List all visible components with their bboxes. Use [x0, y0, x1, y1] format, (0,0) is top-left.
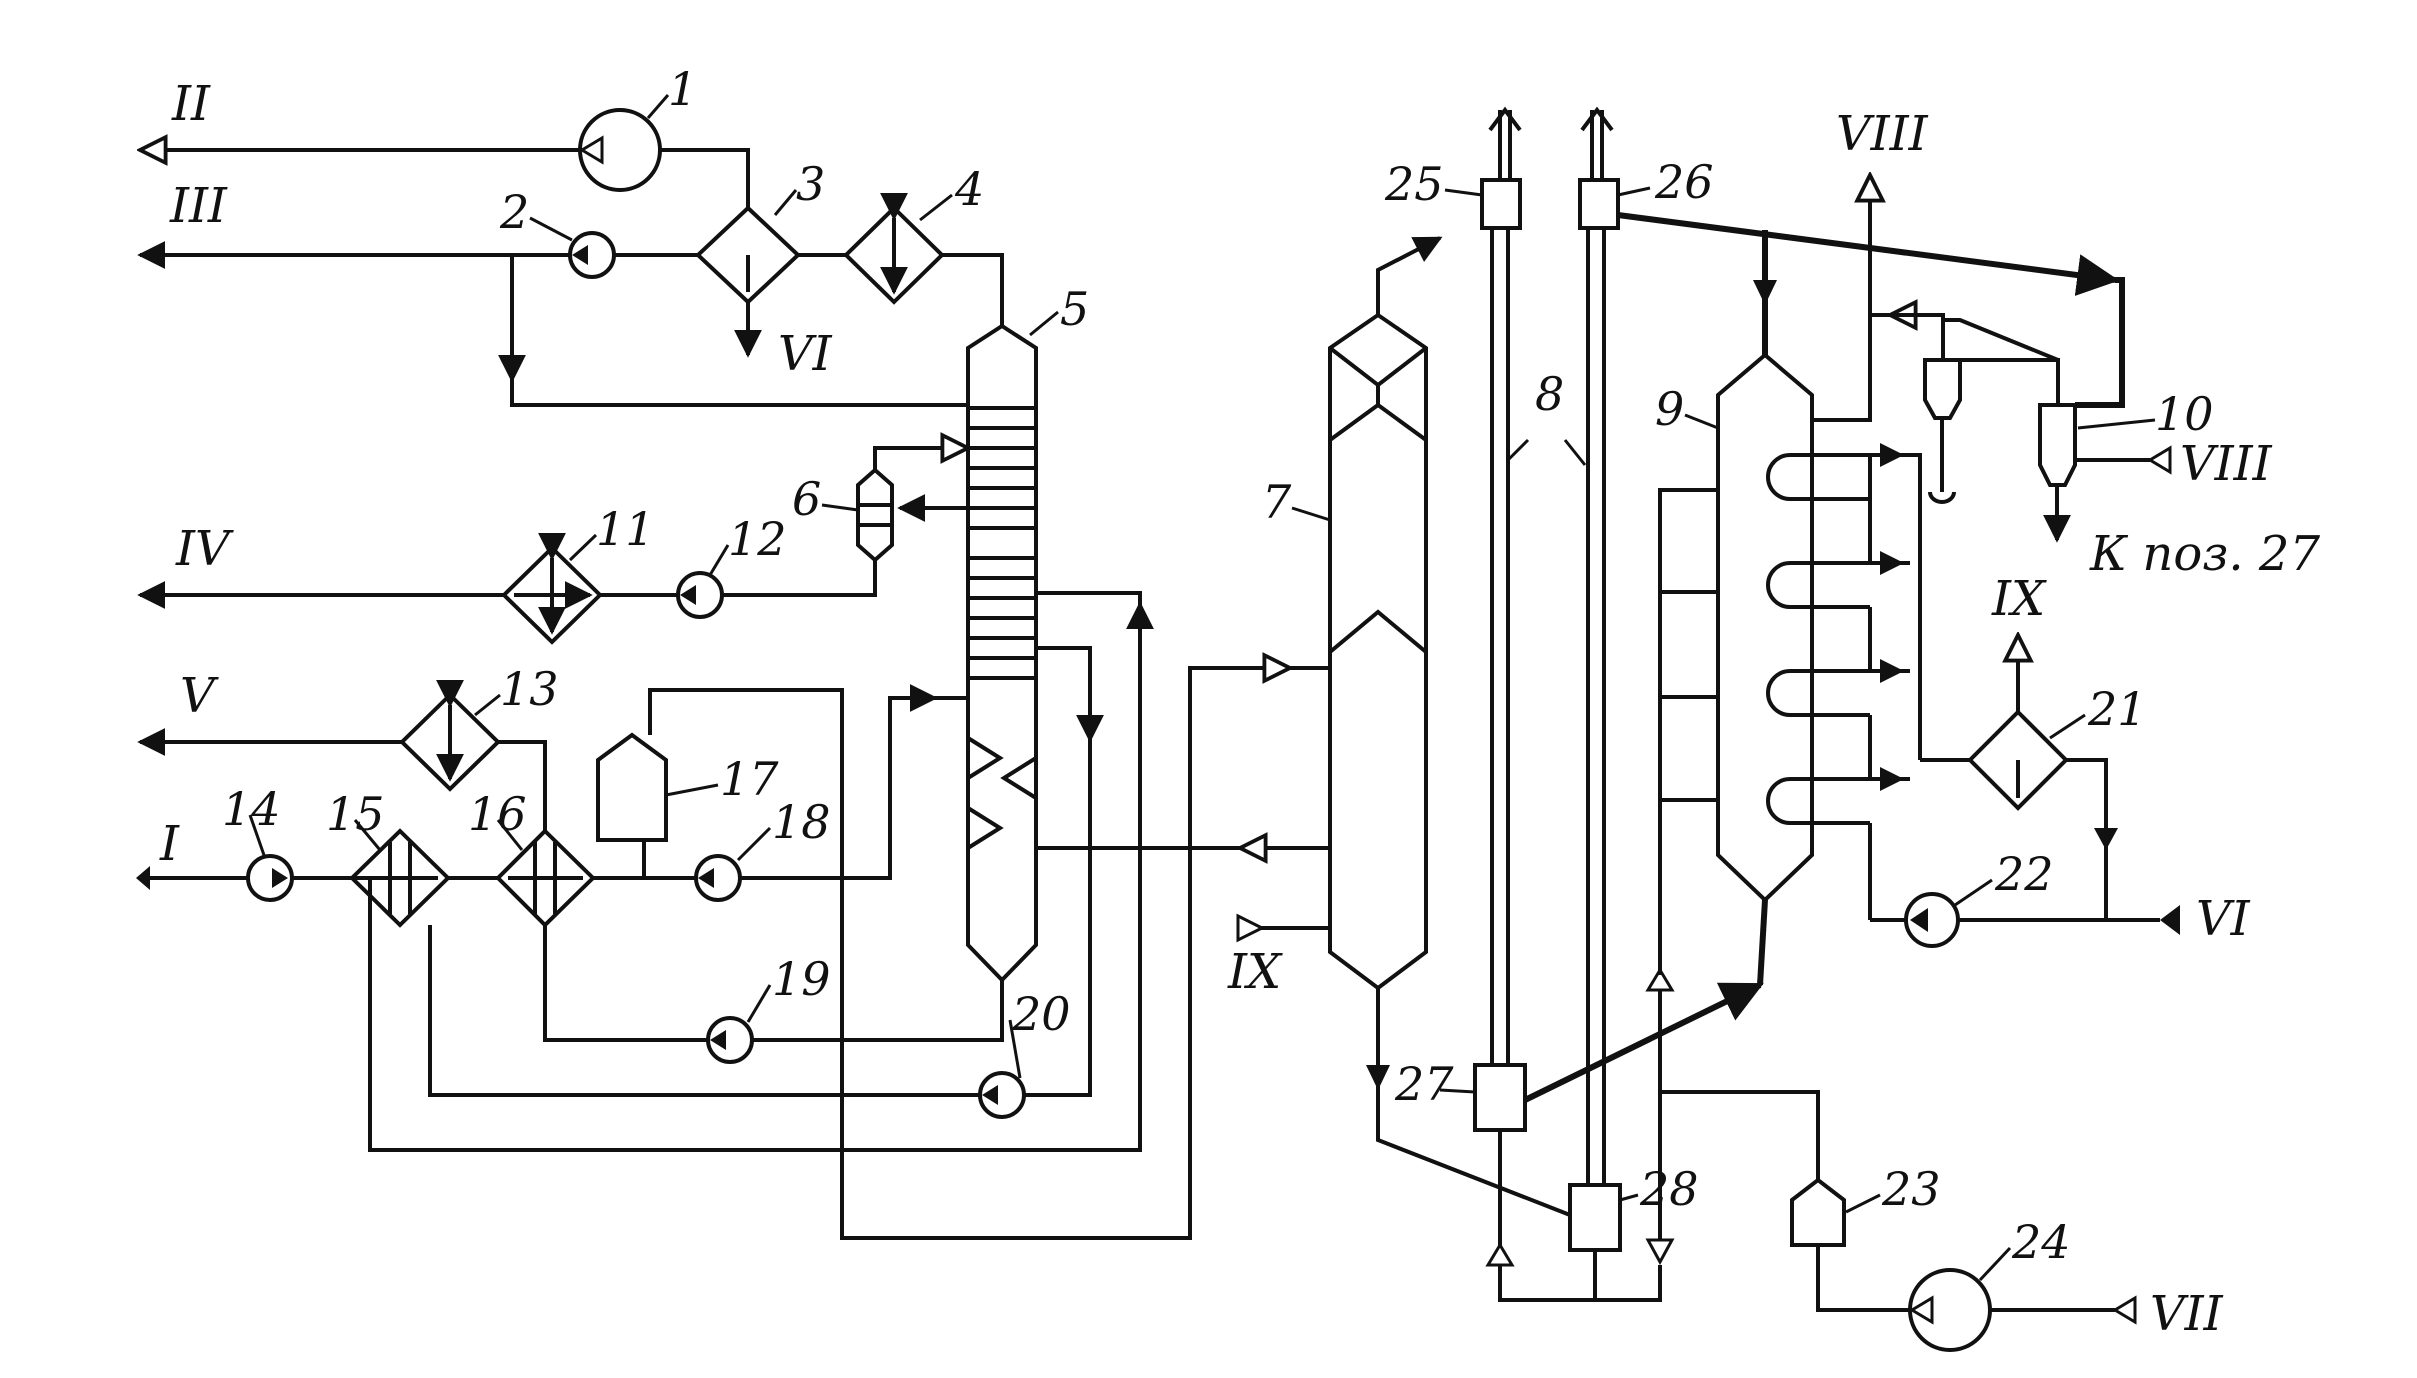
cyclone-26	[1578, 106, 1620, 230]
vessel-27	[1473, 1063, 1527, 1132]
overhead-piping	[140, 150, 1004, 407]
label-3: 3	[796, 157, 825, 211]
label-4: 4	[954, 162, 984, 216]
separator-21	[1967, 709, 2069, 811]
label-7: 7	[1262, 475, 1292, 529]
stream-III-label: III	[169, 178, 228, 234]
label-14: 14	[222, 782, 281, 836]
label-2: 2	[499, 185, 529, 239]
label-27: 27	[1394, 1057, 1454, 1111]
pump-19	[706, 1016, 754, 1064]
pump-22	[1904, 892, 1960, 948]
label-24: 24	[2011, 1215, 2071, 1269]
label-25: 25	[1384, 157, 1444, 211]
stream-IX-label-right: IX	[1991, 571, 2047, 627]
label-20: 20	[1011, 987, 1071, 1041]
coil-manifold	[1868, 443, 1970, 920]
compressor-24	[1908, 1268, 1992, 1352]
pump-18	[694, 854, 742, 902]
heat-exchanger-15	[349, 828, 451, 928]
feed-line-I	[136, 866, 248, 890]
label-17: 17	[720, 752, 779, 806]
label-5: 5	[1060, 282, 1089, 336]
label-18: 18	[772, 795, 831, 849]
stream-VI-label-top: VI	[778, 326, 833, 382]
pump-14	[246, 854, 294, 902]
label-10: 10	[2155, 387, 2214, 441]
stream-II-label: II	[171, 76, 211, 132]
stream-V-label: V	[180, 668, 219, 724]
vessel-23	[1790, 1177, 1846, 1247]
stream-VIII-label-top: VIII	[1836, 106, 1929, 162]
label-16: 16	[468, 787, 527, 841]
stream-IV-label: IV	[175, 521, 234, 577]
reactor-7	[1328, 312, 1428, 991]
compressor-1	[578, 108, 662, 192]
label-19: 19	[772, 952, 831, 1006]
label-28: 28	[1639, 1162, 1699, 1216]
label-1: 1	[668, 62, 697, 116]
stream-VIII-label-right: VIII	[2180, 436, 2273, 492]
stream-IX-label-left: IX	[1227, 944, 1283, 1000]
label-leaders	[248, 94, 2156, 1282]
label-12: 12	[728, 512, 787, 566]
pump-20	[978, 1071, 1026, 1119]
label-8: 8	[1535, 367, 1564, 421]
cyclone-25	[1480, 106, 1522, 230]
label-26: 26	[1654, 155, 1714, 209]
vessel-28	[1568, 1183, 1622, 1252]
cyclone-10	[1890, 315, 2172, 543]
label-22: 22	[1994, 847, 2054, 901]
heat-exchanger-16	[495, 828, 596, 928]
separator-3	[695, 205, 801, 305]
pump-2	[568, 231, 616, 279]
distillation-column-5	[966, 323, 1038, 983]
regenerator-9	[1716, 352, 1870, 903]
note-to-position-27: К поз. 27	[2089, 526, 2320, 582]
label-9: 9	[1655, 382, 1684, 436]
label-13: 13	[500, 662, 559, 716]
label-23: 23	[1881, 1162, 1941, 1216]
heat-exchanger-4	[843, 192, 945, 305]
stream-VI-label-right: VI	[2196, 891, 2251, 947]
pump-12	[676, 571, 724, 619]
label-6: 6	[792, 472, 821, 526]
heat-exchanger-13	[399, 679, 501, 792]
stream-VII-label: VII	[2150, 1286, 2224, 1342]
riser-8	[1490, 225, 1606, 1185]
label-11: 11	[596, 502, 655, 556]
side-stripper-6	[722, 448, 968, 597]
vessel-17	[596, 668, 1290, 1240]
label-15: 15	[326, 787, 385, 841]
air-manifold	[1658, 488, 1718, 975]
heat-exchanger-11	[501, 532, 603, 645]
stream-I-label: I	[159, 816, 180, 872]
label-21: 21	[2087, 682, 2147, 736]
